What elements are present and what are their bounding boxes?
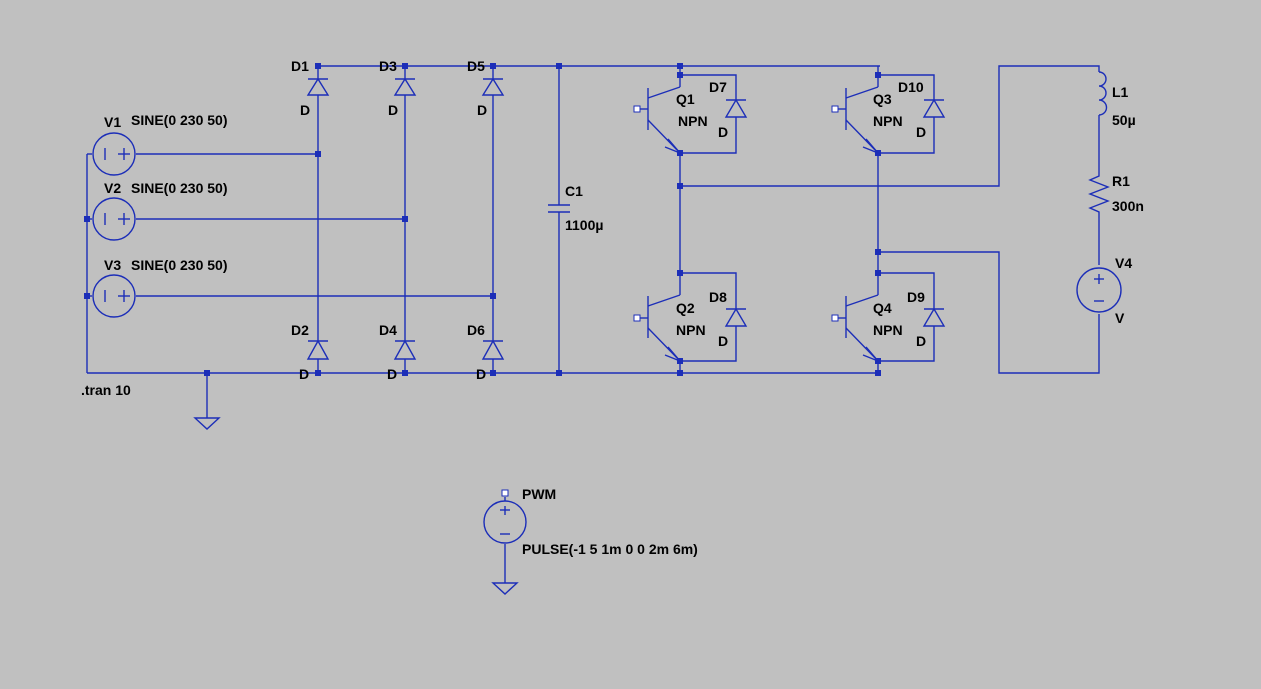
- diode-d5[interactable]: [481, 77, 505, 96]
- transistor-q3[interactable]: [831, 86, 879, 154]
- v2-value[interactable]: SINE(0 230 50): [131, 180, 228, 196]
- capacitor-icon: [548, 204, 570, 213]
- npn-transistor-icon: [640, 294, 681, 362]
- q3-name[interactable]: Q3: [873, 91, 892, 107]
- d9-value[interactable]: D: [916, 333, 926, 349]
- voltage-source-icon: [92, 132, 136, 176]
- npn-transistor-icon: [640, 86, 681, 154]
- q3-base-pin[interactable]: [831, 105, 839, 113]
- transistor-q1[interactable]: [633, 86, 681, 154]
- diode-icon: [922, 307, 946, 327]
- voltage-source-icon: [92, 274, 136, 318]
- d10-value[interactable]: D: [916, 124, 926, 140]
- pwm-name[interactable]: PWM: [522, 486, 556, 502]
- d3-name[interactable]: D3: [379, 58, 397, 74]
- transistor-q4[interactable]: [831, 294, 879, 362]
- v2-name[interactable]: V2: [104, 180, 121, 196]
- q4-value[interactable]: NPN: [873, 322, 903, 338]
- q4-base-pin[interactable]: [831, 314, 839, 322]
- q1-base-pin[interactable]: [633, 105, 641, 113]
- source-v4[interactable]: [1076, 267, 1122, 313]
- voltage-source-icon: [1076, 267, 1122, 313]
- d2-value[interactable]: D: [299, 366, 309, 382]
- d10-name[interactable]: D10: [898, 79, 924, 95]
- d2-name[interactable]: D2: [291, 322, 309, 338]
- q1-value[interactable]: NPN: [678, 113, 708, 129]
- npn-transistor-icon: [838, 294, 879, 362]
- transistor-q2[interactable]: [633, 294, 681, 362]
- inductor-l1[interactable]: [1098, 71, 1108, 116]
- diode-icon: [306, 77, 330, 96]
- q2-base-pin[interactable]: [633, 314, 641, 322]
- npn-transistor-icon: [838, 86, 879, 154]
- q2-value[interactable]: NPN: [676, 322, 706, 338]
- ground-icon: [193, 417, 221, 430]
- diode-d1[interactable]: [306, 77, 330, 96]
- diode-d10[interactable]: [922, 98, 946, 118]
- d4-value[interactable]: D: [387, 366, 397, 382]
- d7-name[interactable]: D7: [709, 79, 727, 95]
- q1-name[interactable]: Q1: [676, 91, 695, 107]
- diode-d7[interactable]: [724, 98, 748, 118]
- source-pwm[interactable]: [483, 489, 527, 544]
- diode-d2[interactable]: [306, 339, 330, 360]
- diode-icon: [393, 339, 417, 360]
- inductor-icon: [1098, 71, 1108, 116]
- d7-value[interactable]: D: [718, 124, 728, 140]
- c1-value[interactable]: 1100µ: [565, 217, 603, 233]
- v3-name[interactable]: V3: [104, 257, 121, 273]
- diode-icon: [481, 77, 505, 96]
- diode-icon: [922, 98, 946, 118]
- d8-value[interactable]: D: [718, 333, 728, 349]
- q3-value[interactable]: NPN: [873, 113, 903, 129]
- v3-value[interactable]: SINE(0 230 50): [131, 257, 228, 273]
- d3-value[interactable]: D: [388, 102, 398, 118]
- capacitor-c1[interactable]: [548, 204, 570, 213]
- l1-name[interactable]: L1: [1112, 84, 1129, 100]
- labels: V1 SINE(0 230 50) V2 SINE(0 230 50) V3 S…: [81, 58, 1144, 557]
- diode-icon: [724, 307, 748, 327]
- d4-name[interactable]: D4: [379, 322, 397, 338]
- v1-name[interactable]: V1: [104, 114, 121, 130]
- diode-d9[interactable]: [922, 307, 946, 327]
- spice-directive[interactable]: .tran 10: [81, 382, 131, 398]
- d6-value[interactable]: D: [476, 366, 486, 382]
- d1-value[interactable]: D: [300, 102, 310, 118]
- d6-name[interactable]: D6: [467, 322, 485, 338]
- voltage-source-icon: [92, 197, 136, 241]
- v4-name[interactable]: V4: [1115, 255, 1132, 271]
- pwm-pin[interactable]: [501, 489, 509, 497]
- pwm-value[interactable]: PULSE(-1 5 1m 0 0 2m 6m): [522, 541, 698, 557]
- q4-name[interactable]: Q4: [873, 300, 892, 316]
- l1-value[interactable]: 50µ: [1112, 112, 1136, 128]
- source-v3[interactable]: [92, 274, 136, 318]
- d5-name[interactable]: D5: [467, 58, 485, 74]
- d1-name[interactable]: D1: [291, 58, 309, 74]
- diode-d3[interactable]: [393, 77, 417, 96]
- resistor-r1[interactable]: [1088, 172, 1110, 218]
- v1-value[interactable]: SINE(0 230 50): [131, 112, 228, 128]
- r1-name[interactable]: R1: [1112, 173, 1130, 189]
- c1-name[interactable]: C1: [565, 183, 583, 199]
- diode-icon: [306, 339, 330, 360]
- diode-icon: [724, 98, 748, 118]
- source-v1[interactable]: [92, 132, 136, 176]
- d9-name[interactable]: D9: [907, 289, 925, 305]
- q2-name[interactable]: Q2: [676, 300, 695, 316]
- d5-value[interactable]: D: [477, 102, 487, 118]
- diode-icon: [481, 339, 505, 360]
- wires: [86, 65, 1100, 583]
- diode-d6[interactable]: [481, 339, 505, 360]
- v4-value[interactable]: V: [1115, 310, 1125, 326]
- d8-name[interactable]: D8: [709, 289, 727, 305]
- diode-icon: [393, 77, 417, 96]
- ground-icon: [491, 582, 519, 595]
- diode-d8[interactable]: [724, 307, 748, 327]
- resistor-icon: [1088, 172, 1110, 218]
- r1-value[interactable]: 300n: [1112, 198, 1144, 214]
- source-v2[interactable]: [92, 197, 136, 241]
- voltage-source-icon: [483, 500, 527, 544]
- diode-d4[interactable]: [393, 339, 417, 360]
